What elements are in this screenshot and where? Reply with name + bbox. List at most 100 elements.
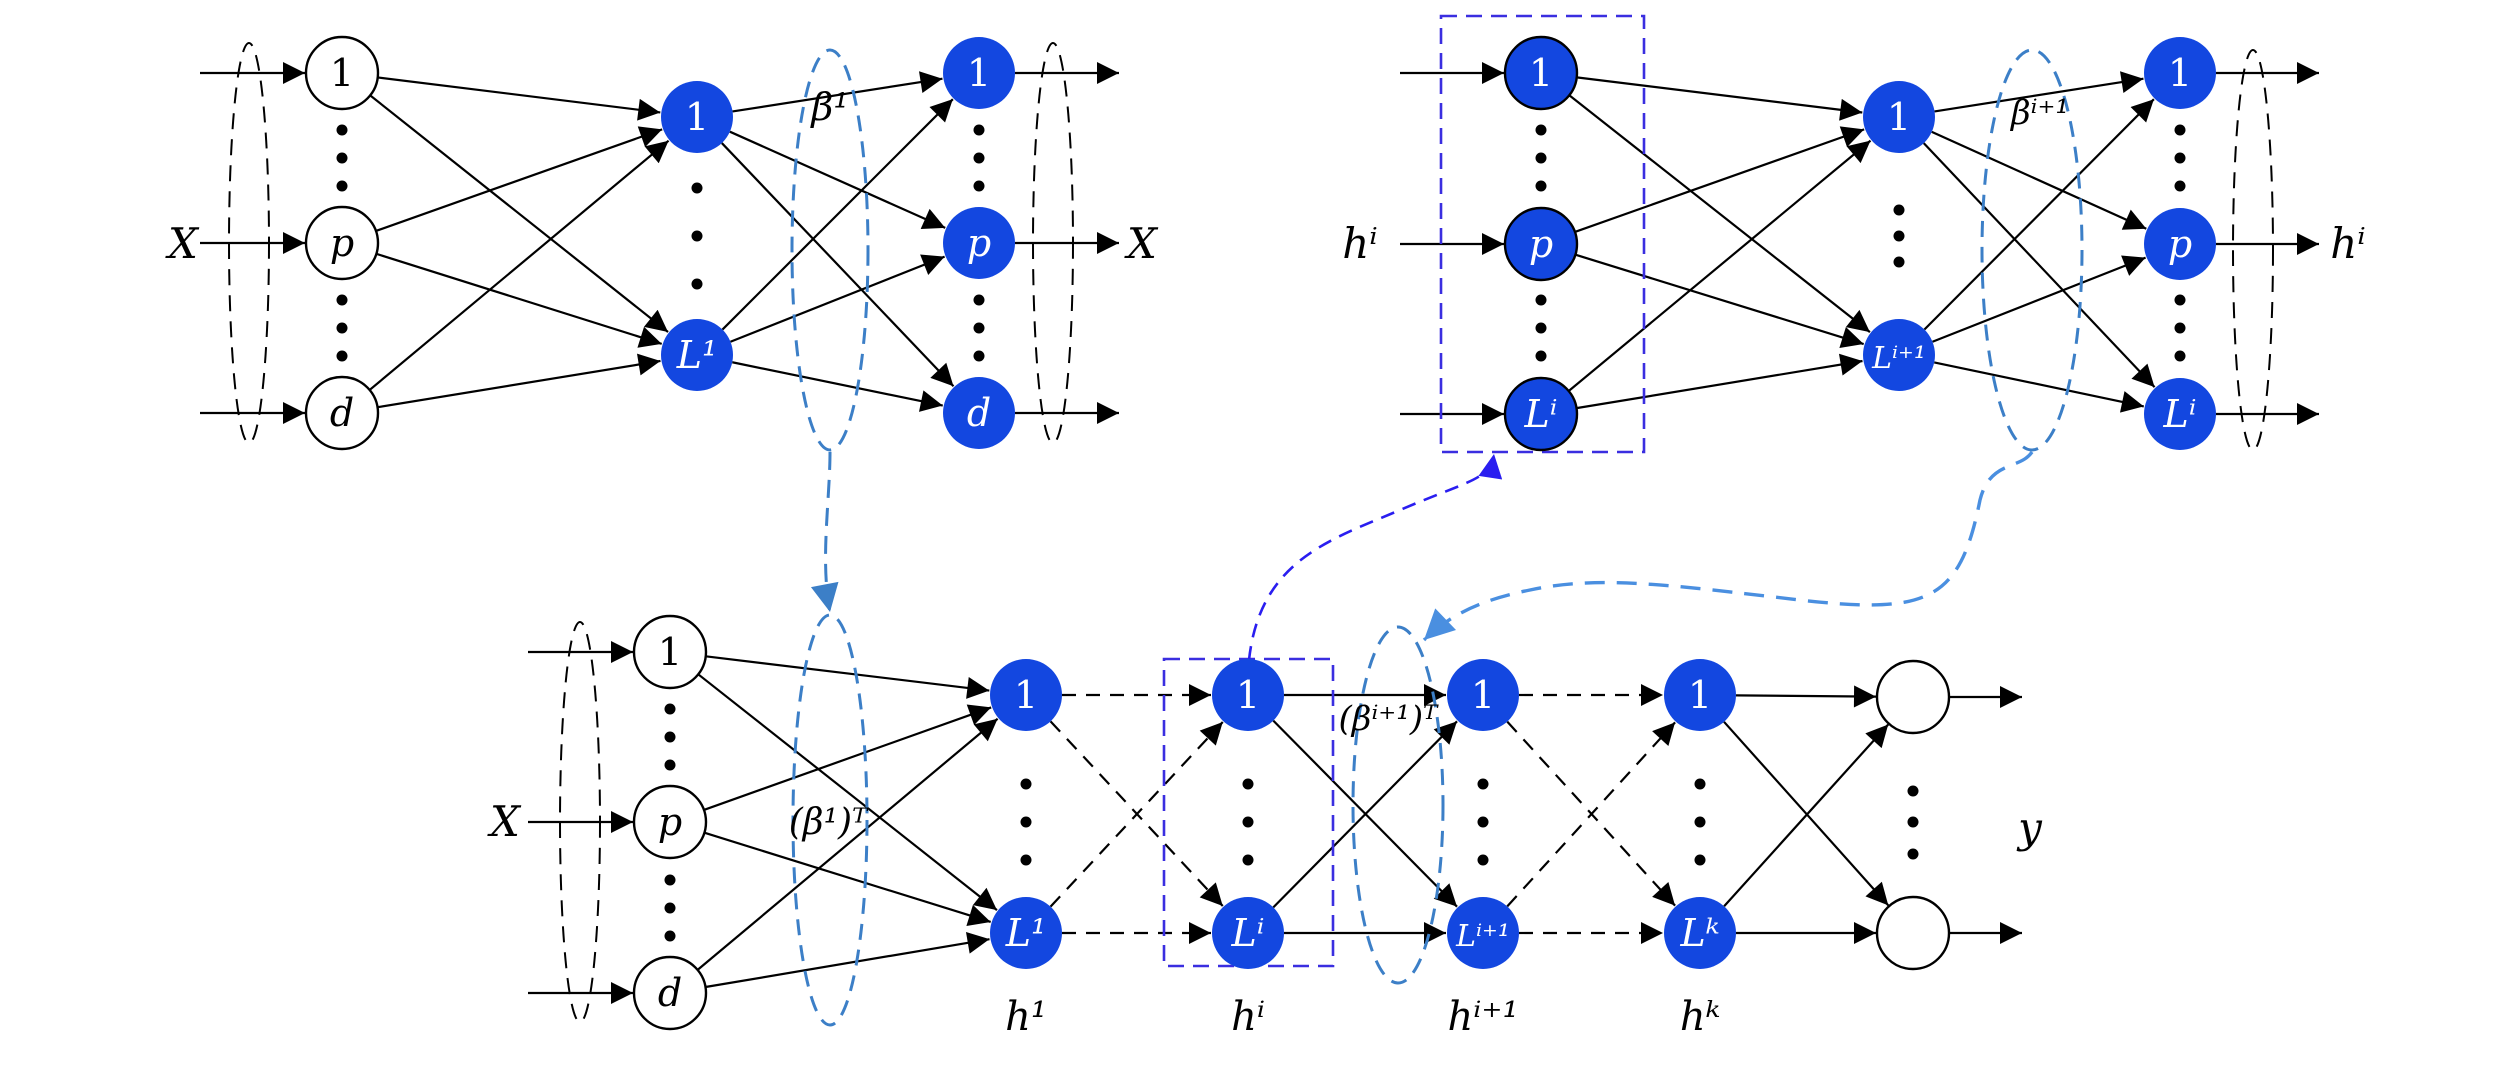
output-node [2144, 208, 2216, 280]
input-node [1503, 35, 1579, 111]
input-group-ellipse [228, 42, 270, 444]
decoder-edge [1931, 130, 2147, 230]
encoder-edge [1568, 139, 1872, 392]
ellipsis-dot [973, 152, 985, 164]
input-group-ellipse [559, 621, 601, 1023]
beta-i1-label: βⁱ⁺¹ [2009, 93, 2069, 133]
input-label-x: X [165, 219, 200, 268]
encoder-edge [1575, 253, 1864, 349]
ellipsis-dot [1535, 294, 1547, 306]
layer-caption: h¹ [1005, 994, 1047, 1040]
ellipsis-dot [1242, 854, 1254, 866]
input-node-label: Lⁱ [1524, 392, 1558, 436]
dashed-edge [1049, 721, 1224, 908]
output-node-label: 1 [2168, 51, 2192, 95]
output-node [943, 37, 1015, 109]
beta1-label: β¹ [809, 85, 848, 129]
hidden-node-label: 1 [685, 95, 709, 139]
decoder-edge [721, 98, 954, 331]
layer-caption: hⁱ⁺¹ [1448, 994, 1519, 1040]
decoder-edge [721, 142, 955, 387]
input-node [632, 614, 708, 690]
output-label-y: y [2016, 803, 2043, 852]
decoder-edge [729, 130, 946, 229]
ellipsis-dot [2174, 152, 2186, 164]
ellipsis-dot [1535, 180, 1547, 192]
ellipsis-dot [1477, 778, 1489, 790]
input-label-x: X [487, 797, 522, 846]
input-node-label: 1 [1529, 51, 1553, 95]
ellipsis-dot [973, 294, 985, 306]
beta1T-label: (β¹)ᵀ [789, 802, 869, 843]
beta-i1-weight-ellipse [1980, 48, 2084, 452]
output-node-label: d [967, 391, 991, 435]
ellipsis-dot [336, 322, 348, 334]
input-node [304, 375, 380, 451]
output-node-label: p [2168, 222, 2192, 266]
input-node [1503, 206, 1579, 282]
ellipsis-dot [1020, 778, 1032, 790]
decoder-edge [1932, 255, 2146, 343]
beta1-weight-ellipse [790, 48, 870, 452]
ellipsis-dot [2174, 322, 2186, 334]
encoder-edge [377, 353, 661, 409]
decoder-edge [1922, 142, 2156, 388]
hidden-node-label: Lⁱ⁺¹ [1455, 919, 1510, 954]
input-node [632, 784, 708, 860]
ellipsis-dot [1535, 124, 1547, 136]
ellipsis-dot [2174, 180, 2186, 192]
encoder-edge [703, 704, 992, 811]
input-node-label: d [658, 971, 682, 1015]
encoder-edge [1576, 76, 1863, 121]
input-node [632, 955, 708, 1031]
hidden-node-label: 1 [1887, 95, 1911, 139]
hidden-node [990, 659, 1062, 731]
output-edge [1723, 723, 1890, 908]
encoder-edge [1576, 353, 1863, 410]
hidden-node [1664, 897, 1736, 969]
hidden-node-label: 1 [1688, 673, 1712, 717]
encoder-edge [369, 94, 669, 333]
decoder-edge [732, 71, 943, 113]
output-node-label: 1 [967, 51, 991, 95]
hidden-node [1212, 897, 1284, 969]
encoder-edge [705, 931, 990, 989]
ellipsis-dot [1907, 848, 1919, 860]
hidden-node-label: L¹ [1005, 911, 1046, 955]
output-edge [1723, 721, 1890, 907]
ellipsis-dot [1535, 350, 1547, 362]
hidden-node [1863, 319, 1935, 391]
dashed-edge [1506, 721, 1676, 908]
hidden-node-label: L¹ [676, 333, 717, 377]
encoder-edge [377, 76, 661, 121]
output-node [1875, 659, 1951, 735]
output-node [2144, 37, 2216, 109]
encoder-edge [697, 673, 998, 911]
encoder-edge [696, 717, 999, 971]
ellipsis-dot [664, 874, 676, 886]
beta1T-weight-ellipse [791, 613, 869, 1027]
hidden-node-label: 1 [1236, 673, 1260, 717]
encoder-edge [375, 126, 663, 232]
hidden-node [1447, 659, 1519, 731]
ellipsis-dot [1907, 816, 1919, 828]
ellipsis-dot [1477, 854, 1489, 866]
transfer-arrow-beta1 [810, 451, 839, 613]
hidden-node [990, 897, 1062, 969]
hidden-node-label: Lᵏ [1679, 911, 1719, 955]
hidden-node [1664, 659, 1736, 731]
output-label-x: X [1124, 219, 1159, 268]
encoder-edge [704, 831, 992, 926]
ellipsis-dot [336, 124, 348, 136]
ellipsis-dot [1893, 230, 1905, 242]
hidden-layer-i-box [1439, 14, 1646, 454]
input-node-label: p [330, 221, 354, 265]
transfer-arrow-hi [1247, 453, 1503, 661]
transfer-arrow-beta-i1 [1422, 450, 2034, 642]
ellipsis-dot [2174, 124, 2186, 136]
beta-i1T-label: (βⁱ⁺¹)ᵀ [1339, 699, 1440, 739]
ellipsis-dot [336, 180, 348, 192]
input-label-h: hⁱ [1342, 219, 1378, 268]
input-node [304, 35, 380, 111]
